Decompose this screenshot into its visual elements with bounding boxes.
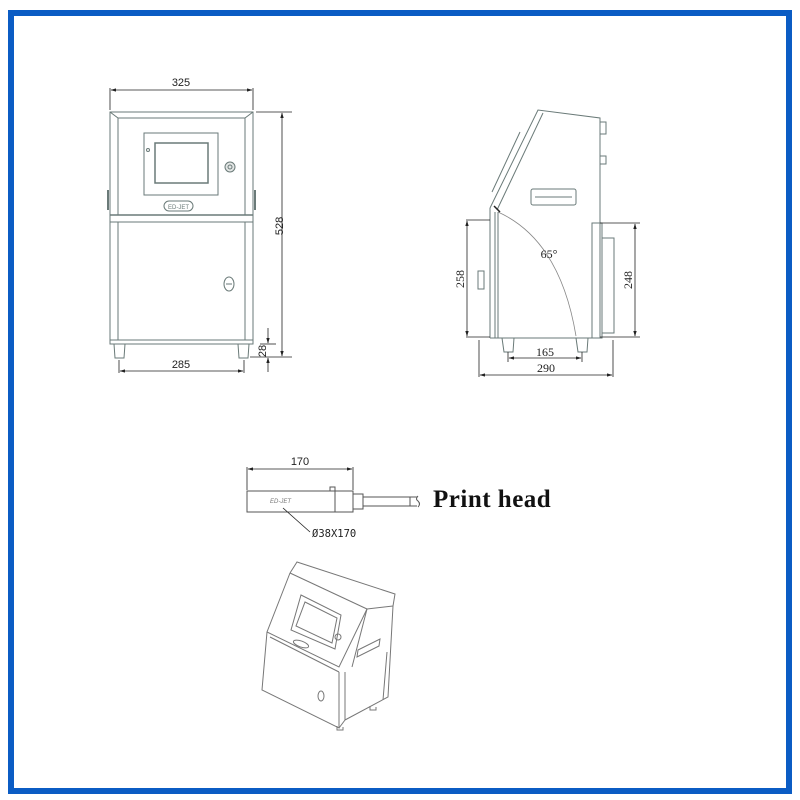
print-head-label: Print head [433,486,552,513]
door-height-dim: 258 [453,270,467,288]
foot-span-dim: 165 [536,345,554,359]
svg-text:ED-JET: ED-JET [270,499,292,505]
depth-dim: 290 [537,361,555,375]
svg-text:ED-JET: ED-JET [168,205,189,211]
front-height-dim: 528 [274,217,286,235]
front-width-dim: 325 [172,77,190,89]
print-head-drawing: ED-JET [246,486,420,513]
isometric-view [261,561,396,731]
front-base-dim: 285 [172,359,190,371]
foot-height-dim: 28 [257,345,269,357]
front-view: ED-JET [107,111,256,359]
door-angle-dim: 65° [541,247,558,261]
side-view [477,109,615,353]
print-head-length-dim: 170 [291,456,309,468]
image-border [8,10,792,794]
back-height-dim: 248 [621,271,635,289]
print-head-spec: Ø38X170 [312,528,357,540]
